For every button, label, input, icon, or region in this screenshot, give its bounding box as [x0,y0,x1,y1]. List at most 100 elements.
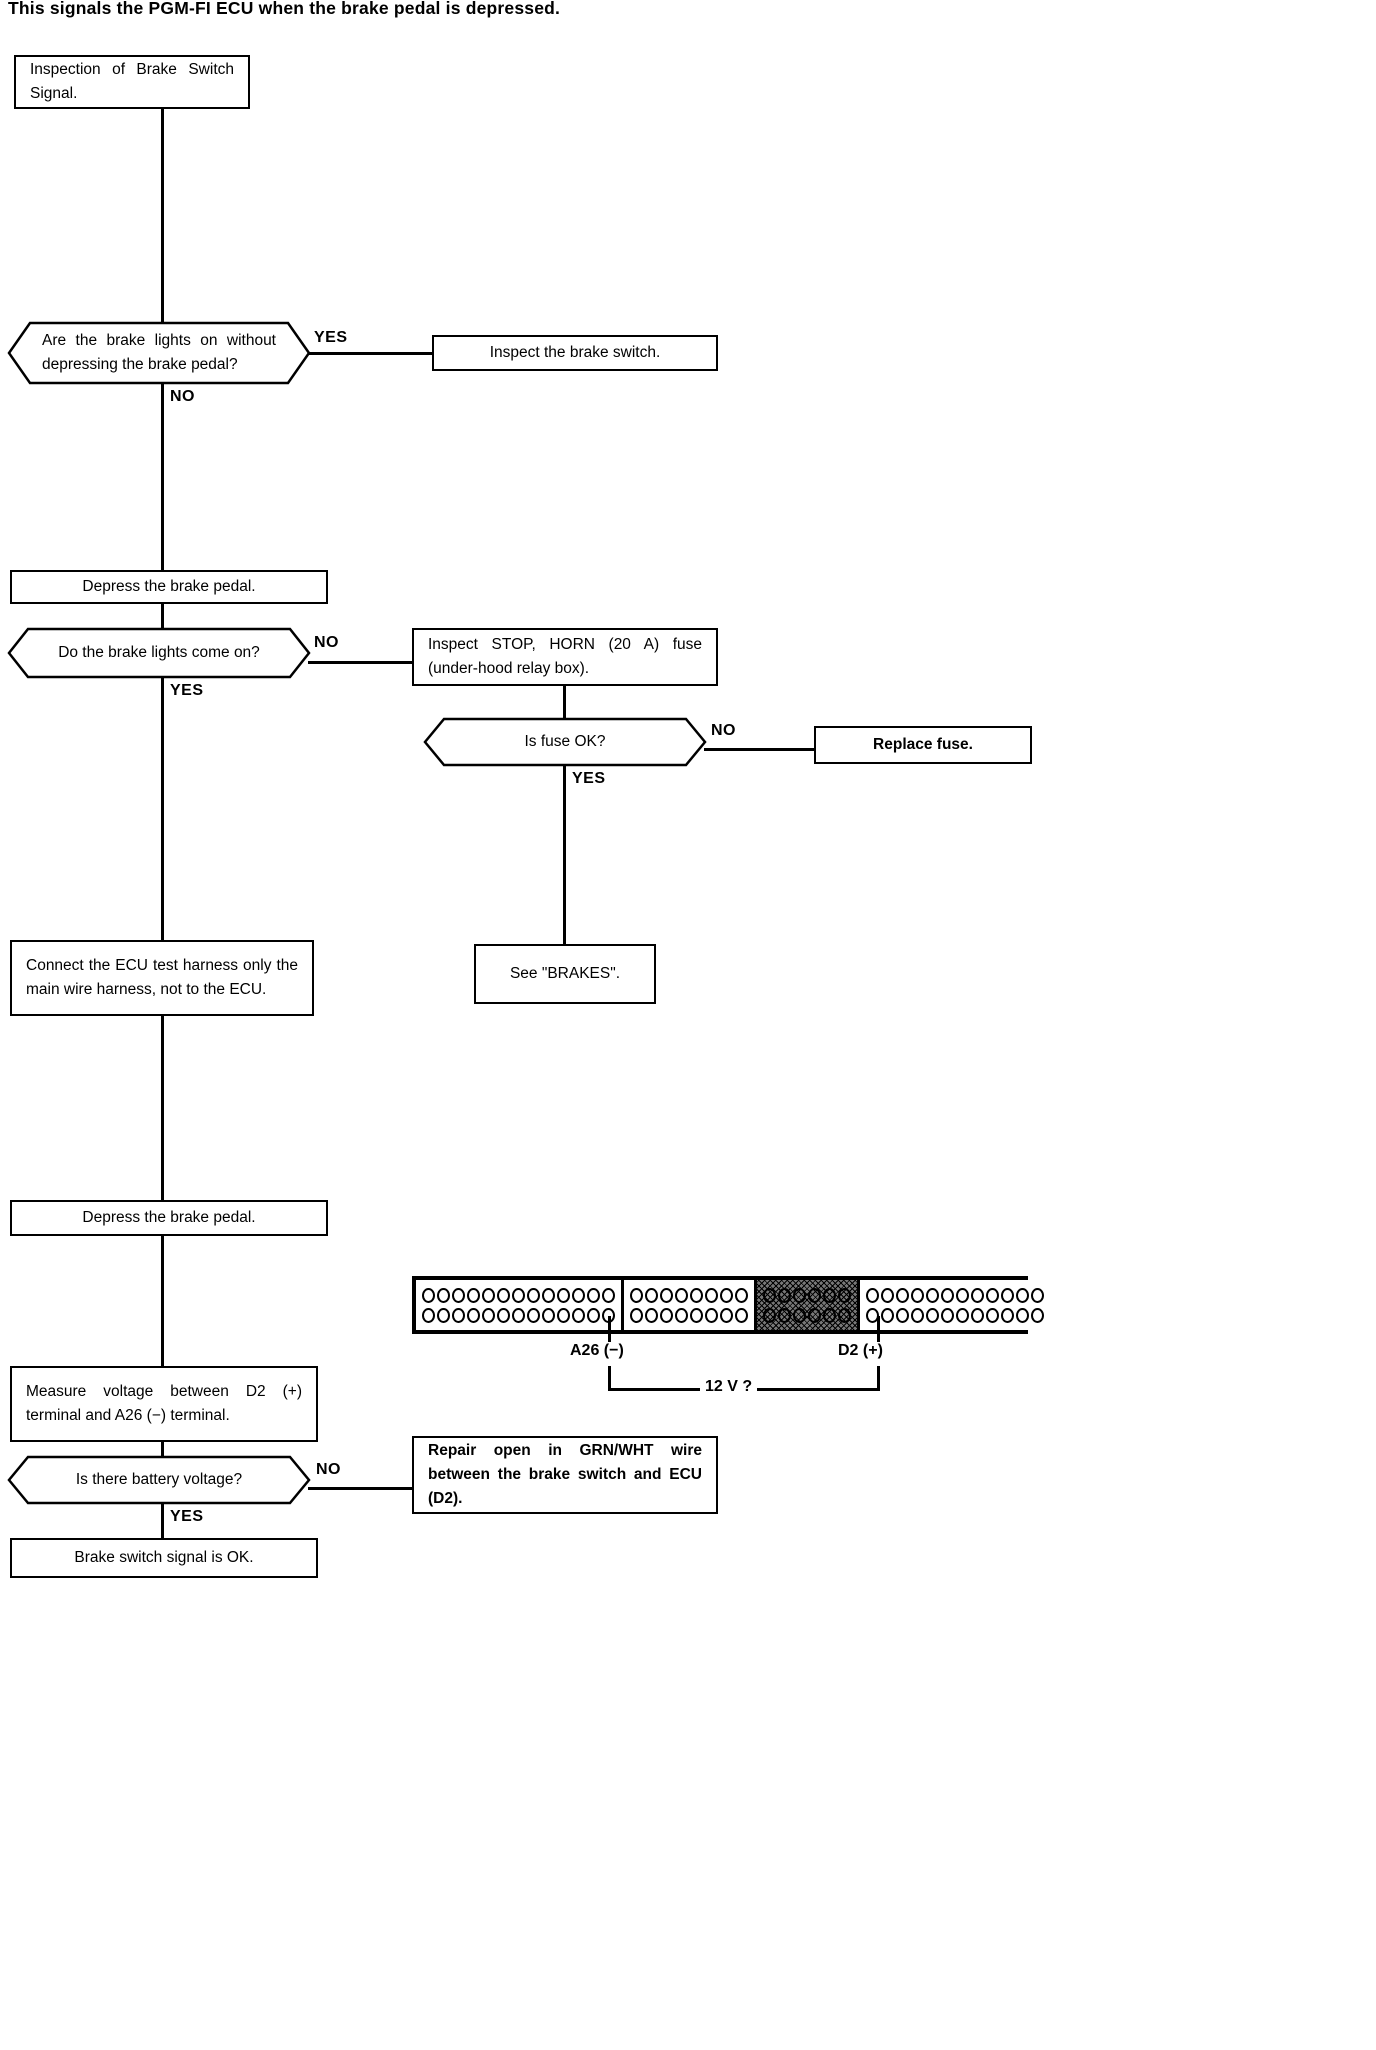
node-label: Depress the brake pedal. [82,1209,256,1226]
connector-pin [660,1287,673,1303]
connector-segment-c [757,1280,860,1330]
lead-d2 [877,1316,880,1342]
measurement-label: 12 V ? [700,1378,758,1396]
connector-pin [705,1287,718,1303]
edge-depress1-to-q2 [161,604,164,628]
node-repair-open-grn-wht-wire[interactable]: Repair open in GRN/WHT wire between the … [412,1436,718,1514]
decision-is-fuse-ok[interactable]: Is fuse OK? [423,717,707,767]
hexagon-outline [7,321,311,385]
connector-pin [986,1287,999,1303]
connector-pin [467,1307,480,1323]
lead-a26 [608,1316,611,1342]
node-label: Are the brake lights on without depressi… [42,331,276,373]
connector-pin [763,1307,776,1323]
connector-pin [956,1307,969,1323]
node-inspection-of-brake-switch-signal[interactable]: Inspection of Brake Switch Signal. [14,55,250,109]
node-brake-switch-signal-is-ok[interactable]: Brake switch signal is OK. [10,1538,318,1578]
connector-pin [572,1287,585,1303]
node-label: Is fuse OK? [524,732,606,750]
edge-start-to-q1 [161,109,164,325]
connector-pin [896,1287,909,1303]
node-see-brakes[interactable]: See "BRAKES". [474,944,656,1004]
pin-row [630,1307,748,1323]
connector-pin [645,1307,658,1323]
node-connect-ecu-test-harness[interactable]: Connect the ECU test harness only the ma… [10,940,314,1016]
node-measure-voltage[interactable]: Measure voltage between D2 (+) terminal … [10,1366,318,1442]
node-depress-the-brake-pedal-1[interactable]: Depress the brake pedal. [10,570,328,604]
connector-pin [1001,1287,1014,1303]
node-label: Connect the ECU test harness only the ma… [26,956,298,998]
edge-label-q1-no: NO [170,388,195,405]
connector-pin [527,1307,540,1323]
node-depress-the-brake-pedal-2[interactable]: Depress the brake pedal. [10,1200,328,1236]
connector-pin [971,1307,984,1323]
hexagon-outline [7,627,311,679]
dimension-right-tick [877,1366,880,1390]
dimension-left-tick [608,1366,611,1390]
decision-is-there-battery-voltage[interactable]: Is there battery voltage? [7,1455,311,1505]
connector-pin [1016,1307,1029,1323]
edge-q4-yes-to-end [161,1504,164,1538]
connector-pin [482,1287,495,1303]
edge-label-q3-no: NO [711,722,736,739]
hexagon-outline [7,1455,311,1505]
connector-pin [1001,1307,1014,1323]
pin-row [422,1307,615,1323]
connector-pin [793,1307,806,1323]
connector-pin [793,1287,806,1303]
connector-pin [911,1307,924,1323]
hexagon-outline [423,717,707,767]
edge-q1-no-to-depress1 [161,384,164,570]
node-label: Replace fuse. [873,736,973,753]
connector-pin [941,1287,954,1303]
connector-pin [587,1287,600,1303]
node-label: Inspection of Brake Switch Signal. [30,60,234,102]
pin-row [763,1287,851,1303]
connector-segment-d [860,1280,1050,1330]
connector-pin [452,1307,465,1323]
connector-pin [557,1287,570,1303]
connector-pin [1031,1287,1044,1303]
connector-pin [630,1307,643,1323]
terminal-label-a26: A26 (−) [570,1342,624,1359]
edge-label-q2-yes: YES [170,682,204,699]
connector-pin [778,1287,791,1303]
connector-pin [986,1307,999,1323]
node-label: Is there battery voltage? [75,1470,243,1488]
edge-q1-yes-to-inspect-switch [308,352,433,355]
connector-pin [422,1307,435,1323]
connector-pin [512,1287,525,1303]
edge-label-q4-yes: YES [170,1508,204,1525]
connector-pin [512,1307,525,1323]
connector-pin [482,1307,495,1323]
edge-label-q1-yes: YES [314,329,348,346]
decision-do-the-brake-lights-come-on[interactable]: Do the brake lights come on? [7,627,311,679]
connector-pin [838,1287,851,1303]
edge-q2-no-to-fuse-inspect [308,661,413,664]
edge-depress2-to-measure [161,1236,164,1366]
pin-row [763,1307,851,1323]
node-inspect-stop-horn-fuse[interactable]: Inspect STOP, HORN (20 A) fuse (under-ho… [412,628,718,686]
connector-pin [866,1287,879,1303]
connector-pin [735,1287,748,1303]
connector-pin [1016,1287,1029,1303]
connector-pin [587,1307,600,1323]
pin-row [422,1287,615,1303]
decision-are-brake-lights-on-without-depressing[interactable]: Are the brake lights on without depressi… [7,321,311,385]
connector-pin [630,1287,643,1303]
connector-pin [542,1287,555,1303]
connector-pin [497,1287,510,1303]
terminal-label-d2: D2 (+) [838,1342,883,1359]
connector-pin [720,1307,733,1323]
node-inspect-the-brake-switch[interactable]: Inspect the brake switch. [432,335,718,371]
connector-pin [690,1307,703,1323]
edge-connect-harness-to-depress2 [161,1016,164,1200]
node-label: See "BRAKES". [509,964,621,982]
node-replace-fuse[interactable]: Replace fuse. [814,726,1032,764]
connector-pin [557,1307,570,1323]
edge-label-q3-yes: YES [572,770,606,787]
connector-pin [705,1307,718,1323]
connector-pin [823,1287,836,1303]
connector-pin [690,1287,703,1303]
